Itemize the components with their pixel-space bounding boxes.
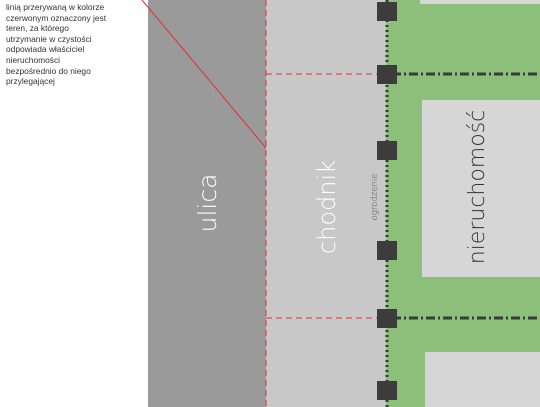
- fence-post: [377, 381, 397, 400]
- caption-line: teren, za którego: [6, 23, 69, 34]
- caption-line: przylegającej: [6, 76, 55, 87]
- property-block-bottom: [425, 352, 540, 407]
- leader-line: [141, 0, 267, 149]
- fence-post: [377, 2, 397, 21]
- fence-post: [377, 241, 397, 260]
- caption-line: odpowiada właściciel: [6, 44, 85, 55]
- caption-line: utrzymanie w czystości: [6, 33, 92, 44]
- caption-line: linią przerywaną w kolorze: [6, 2, 105, 12]
- sidewalk-label: chodnik: [313, 159, 341, 255]
- fence-post: [377, 65, 397, 84]
- caption-text: linią przerywaną w kolorze czerwonym ozn…: [6, 2, 146, 87]
- street-area: [148, 0, 266, 407]
- caption-line: nieruchomości: [6, 54, 60, 65]
- property-block-top: [420, 0, 540, 4]
- caption-line: czerwonym oznaczony jest: [6, 12, 107, 23]
- fence-post: [377, 309, 397, 328]
- fence-post: [377, 141, 397, 160]
- caption-line: bezpośrednio do niego: [6, 65, 91, 76]
- street-label: ulica: [193, 173, 222, 233]
- sidewalk-area: [266, 0, 386, 407]
- property-label: nieruchomość: [465, 109, 490, 265]
- property-block-main: [422, 100, 540, 277]
- fence-label: ogrodzenie: [370, 173, 380, 221]
